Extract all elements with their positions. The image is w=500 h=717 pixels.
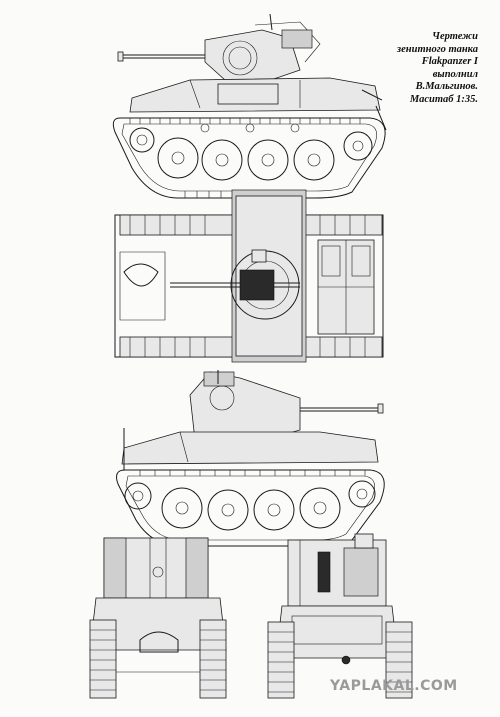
caption-line: Чертежи bbox=[432, 31, 478, 42]
drawing-caption: Чертежи зенитного танка Flakpanzer I вып… bbox=[366, 31, 478, 106]
caption-line: Flakpanzer I bbox=[421, 56, 478, 67]
caption-line: зенитного танка bbox=[397, 43, 478, 55]
caption-line: В.Мальгинов. bbox=[415, 81, 478, 92]
watermark: YAPLAKAL.COM bbox=[330, 678, 458, 694]
caption-line: Маситаб 1:35. bbox=[409, 93, 478, 105]
caption-line: выполнил bbox=[432, 68, 478, 80]
